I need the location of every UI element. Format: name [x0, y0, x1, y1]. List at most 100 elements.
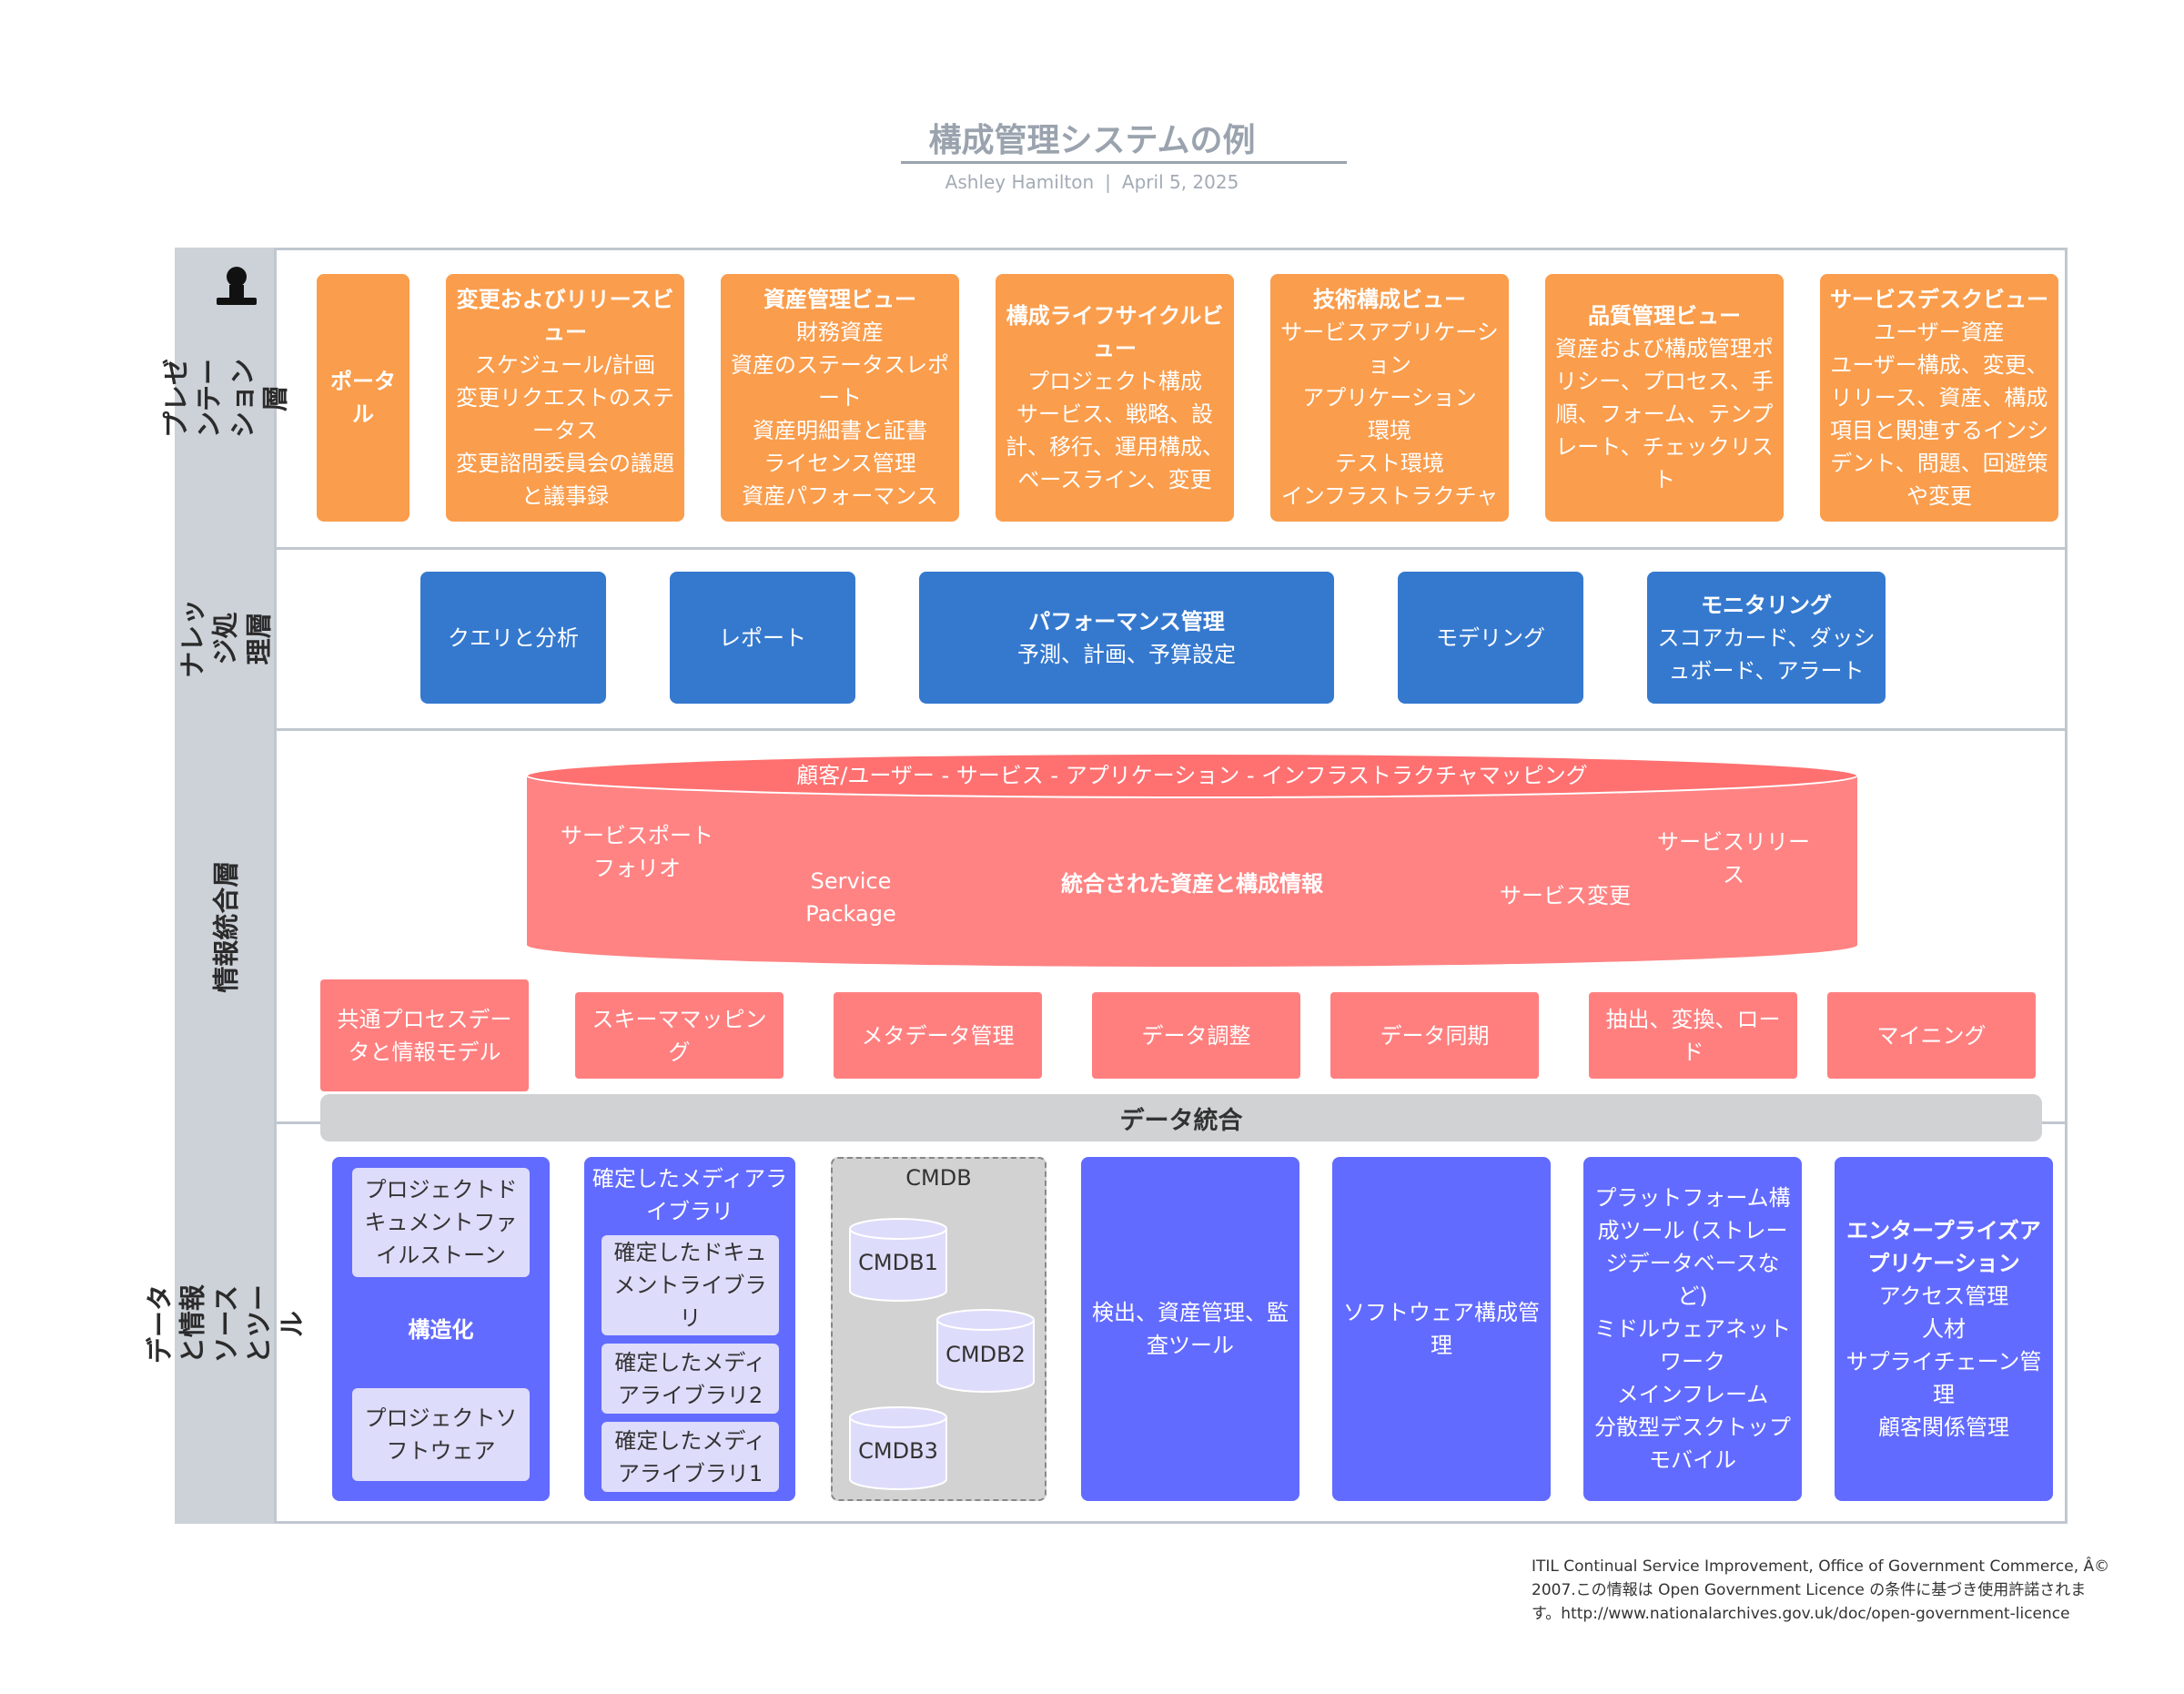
view-title: 変更およびリリースビ ュー — [456, 287, 674, 345]
data-reconciliation-box: データ調整 — [1092, 992, 1300, 1079]
box-label: プロジェクトソ フトウェア — [364, 1405, 518, 1464]
page-title: 構成管理システムの例 — [928, 122, 1256, 159]
service-portfolio-label: サービスポート フォリオ — [561, 823, 713, 881]
view-body: 財務資産 資産のステータスレポ ート 資産明細書と証書 ライセンス管理 資産パフ… — [731, 320, 949, 509]
date: April 5, 2025 — [1121, 171, 1239, 193]
box-label: データ調整 — [1141, 1022, 1251, 1049]
database-icon — [849, 1218, 947, 1302]
box-label: メタデータ管理 — [861, 1022, 1015, 1049]
mining-box: マイニング — [1827, 992, 2036, 1079]
layer-label-knowledge: ナレッジ処 理層 — [175, 549, 277, 728]
modeling-box: モデリング — [1398, 572, 1583, 704]
change-release-view: 変更およびリリースビ ュー スケジュール/計画 変更リクエストのステ ータス 変… — [446, 274, 684, 522]
box-body: スコアカード、ダッシ ュボード、アラート — [1657, 624, 1876, 684]
service-package-label: Service Package — [805, 868, 896, 927]
integration-cylinder — [526, 753, 1858, 967]
service-change-label: サービス変更 — [1500, 883, 1631, 908]
technical-config-view: 技術構成ビュー サービスアプリケーシ ョン アプリケーション 環境 テスト環境 … — [1270, 274, 1509, 522]
view-title: 技術構成ビュー — [1313, 287, 1466, 312]
box-title: エンタープライズア プリケーション — [1846, 1218, 2041, 1276]
box-label: モデリング — [1436, 624, 1545, 651]
subtitle-separator: | — [1105, 171, 1111, 193]
layer-label-column — [175, 248, 277, 1524]
structured-label: 構造化 — [408, 1317, 474, 1343]
cmdb-group-title: CMDB — [905, 1165, 972, 1191]
performance-management-box: パフォーマンス管理 予測、計画、予算設定 — [919, 572, 1334, 704]
cmdb2-label: CMDB2 — [945, 1342, 1026, 1367]
user-icon — [217, 267, 257, 305]
definitive-doc-library-box: 確定したドキュ メントライブラ リ — [602, 1235, 779, 1335]
title-underline — [901, 161, 1347, 164]
box-label: データ同期 — [1380, 1022, 1490, 1049]
definitive-media-library-1-box: 確定したメディ アライブラリ1 — [602, 1422, 779, 1492]
layer-label-text: 情報統合層 — [209, 860, 241, 993]
software-cm-box: ソフトウェア構成管 理 — [1332, 1157, 1551, 1501]
box-label: 検出、資産管理、監 査ツール — [1092, 1300, 1289, 1358]
footnote: ITIL Continual Service Improvement, Offi… — [1532, 1557, 2110, 1623]
cmdb1-label: CMDB1 — [858, 1250, 938, 1275]
data-sync-box: データ同期 — [1330, 992, 1539, 1079]
layer-label-text: ナレッジ処 理層 — [177, 599, 275, 679]
report-box: レポート — [670, 572, 855, 704]
layer-label-text: データと情報 ソースとツール — [144, 1284, 308, 1364]
layer-divider — [277, 728, 2068, 731]
author: Ashley Hamilton — [945, 171, 1095, 193]
subtitle: Ashley Hamilton | April 5, 2025 — [0, 171, 2184, 193]
view-title: 品質管理ビュー — [1588, 303, 1741, 329]
layer-label-integration: 情報統合層 — [175, 731, 277, 1122]
view-title: 構成ライフサイクルビ ュー — [1006, 303, 1224, 361]
box-label: ソフトウェア構成管 理 — [1343, 1300, 1540, 1358]
schema-mapping-box: スキーママッピン グ — [575, 992, 784, 1079]
integrated-assets-label: 統合された資産と構成情報 — [1061, 871, 1323, 897]
query-analysis-box: クエリと分析 — [420, 572, 606, 704]
lifecycle-view: 構成ライフサイクルビ ュー プロジェクト構成 サービス、戦略、設 計、移行、運用… — [996, 274, 1234, 522]
view-body: スケジュール/計画 変更リクエストのステ ータス 変更諮問委員会の議題 と議事録 — [456, 352, 674, 509]
box-label: 確定したメディ アライブラリ2 — [614, 1349, 766, 1408]
database-icon — [936, 1309, 1035, 1393]
definitive-media-library-2-box: 確定したメディ アライブラリ2 — [602, 1344, 779, 1414]
view-body: サービスアプリケーシ ョン アプリケーション 環境 テスト環境 インフラストラク… — [1280, 320, 1499, 509]
box-label: 共通プロセスデー タと情報モデル — [337, 1006, 512, 1065]
view-body: ユーザー資産 ユーザー構成、変更、 リリース、資産、構成 項目と関連するインシ … — [1830, 320, 2048, 509]
layer-label-text: プレゼンテー ション層 — [160, 358, 291, 438]
box-label: 確定したメディ アライブラリ1 — [614, 1427, 766, 1486]
database-icon — [849, 1406, 947, 1490]
project-docs-box: プロジェクトド キュメントファ イルストーン — [352, 1168, 530, 1277]
discovery-tools-box: 検出、資産管理、監 査ツール — [1081, 1157, 1299, 1501]
portal-label: ポータ ル — [330, 369, 396, 427]
metadata-management-box: メタデータ管理 — [834, 992, 1042, 1079]
common-process-box: 共通プロセスデー タと情報モデル — [320, 979, 529, 1091]
view-body: 資産および構成管理ポ リシー、プロセス、手 順、フォーム、テンプ レート、チェッ… — [1555, 336, 1774, 492]
layer-label-data: データと情報 ソースとツール — [144, 1124, 307, 1524]
box-label: マイニング — [1876, 1022, 1987, 1049]
cylinder-top-label: 顧客/ユーザー - サービス - アプリケーション - インフラストラクチャマッ… — [796, 763, 1588, 788]
box-label: プラットフォーム構 成ツール (ストレー ジデータベースな ど) ミドルウェアネ… — [1594, 1185, 1791, 1473]
box-label: レポート — [719, 624, 806, 651]
platform-config-box: プラットフォーム構 成ツール (ストレー ジデータベースな ど) ミドルウェアネ… — [1583, 1157, 1802, 1501]
view-body: プロジェクト構成 サービス、戦略、設 計、移行、運用構成、 ベースライン、変更 — [1006, 369, 1224, 492]
box-label: 抽出、変換、ロー ド — [1605, 1006, 1781, 1065]
service-desk-view: サービスデスクビュー ユーザー資産 ユーザー構成、変更、 リリース、資産、構成 … — [1820, 274, 2058, 522]
cmdb3-label: CMDB3 — [858, 1438, 938, 1464]
box-label: クエリと分析 — [448, 624, 579, 651]
monitoring-box: モニタリング スコアカード、ダッシ ュボード、アラート — [1647, 572, 1886, 704]
definitive-media-label: 確定したメディアラ イブラリ — [592, 1166, 788, 1224]
view-title: サービスデスクビュー — [1830, 287, 2048, 312]
enterprise-apps-box: エンタープライズア プリケーション アクセス管理 人材 サプライチェーン管 理 … — [1835, 1157, 2053, 1501]
box-body: 予測、計画、予算設定 — [1017, 641, 1236, 667]
layer-divider — [277, 547, 2068, 550]
view-title: 資産管理ビュー — [763, 287, 916, 312]
box-label: スキーママッピン グ — [592, 1006, 767, 1065]
asset-management-view: 資産管理ビュー 財務資産 資産のステータスレポ ート 資産明細書と証書 ライセン… — [721, 274, 959, 522]
box-label: プロジェクトド キュメントファ イルストーン — [364, 1177, 518, 1268]
box-title: モニタリング — [1701, 592, 1832, 618]
data-integration-bar: データ統合 — [320, 1094, 2042, 1141]
quality-view: 品質管理ビュー 資産および構成管理ポ リシー、プロセス、手 順、フォーム、テンプ… — [1545, 274, 1784, 522]
box-label: 確定したドキュ メントライブラ リ — [613, 1240, 767, 1331]
service-release-label: サービスリリー ス — [1657, 829, 1810, 888]
box-body: アクセス管理 人材 サプライチェーン管 理 顧客関係管理 — [1845, 1283, 2042, 1440]
etl-box: 抽出、変換、ロー ド — [1589, 992, 1797, 1079]
portal-box: ポータ ル — [317, 274, 410, 522]
box-title: パフォーマンス管理 — [1028, 608, 1225, 634]
project-software-box: プロジェクトソ フトウェア — [352, 1388, 530, 1481]
